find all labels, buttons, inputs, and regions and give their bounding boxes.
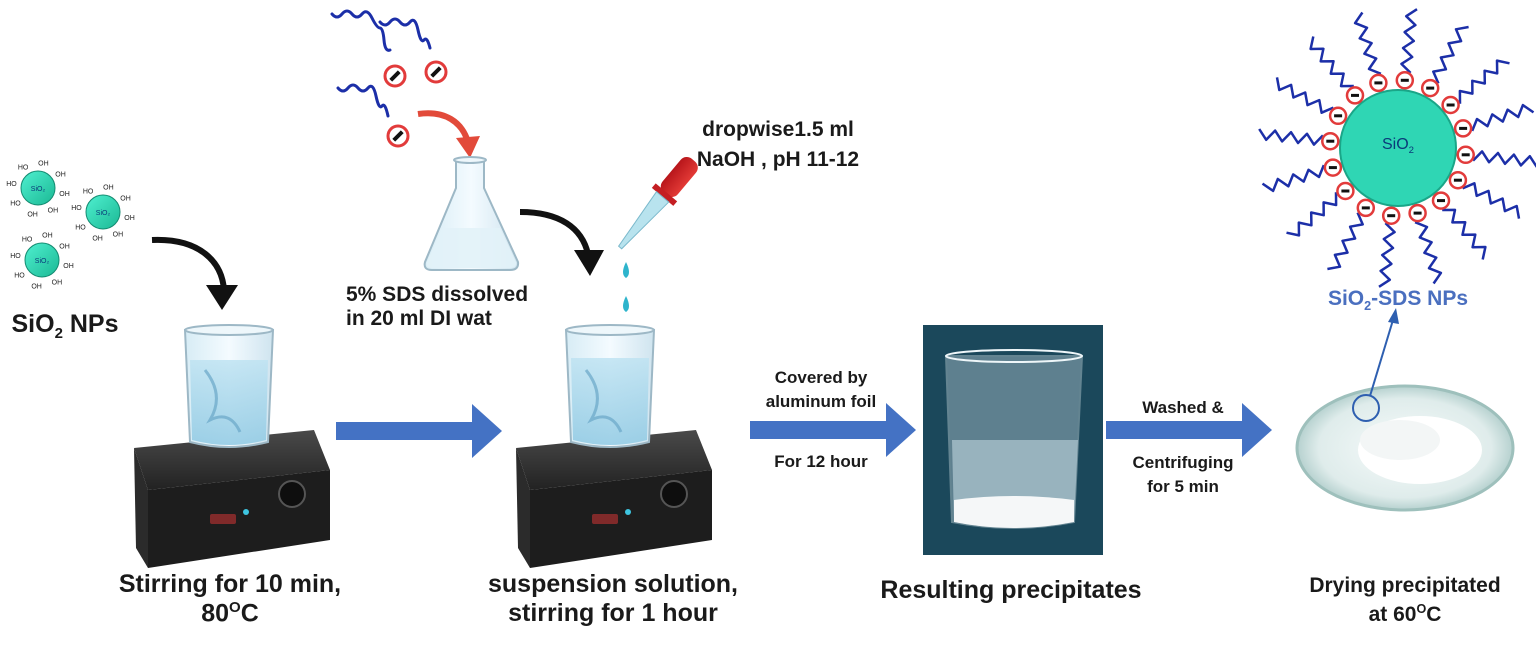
hydroxyl-group-label: HO (6, 181, 17, 188)
hydroxyl-group-label: OH (92, 236, 103, 243)
hydroxyl-group-label: OH (120, 196, 131, 203)
negative-sign (1437, 199, 1445, 203)
sds-chain (1414, 221, 1443, 285)
sds-chain (1458, 59, 1510, 104)
negative-sign (1461, 153, 1470, 157)
nanoparticle (24, 242, 60, 278)
sds-chain (1286, 192, 1338, 237)
nanoparticle-core-label: SiO₂ (35, 258, 50, 265)
hydroxyl-group-label: HO (75, 224, 86, 231)
negative-sign (1459, 126, 1468, 130)
product-pointer (1369, 319, 1394, 397)
hydroxyl-group-label: OH (31, 284, 42, 291)
magnetic-stirrer-2 (516, 430, 712, 568)
negative-sign (1351, 93, 1359, 97)
magnetic-stirrer-1 (134, 430, 330, 568)
nanoparticle-core-label: SiO₂ (31, 186, 46, 193)
hydroxyl-group-label: OH (27, 212, 38, 219)
negative-sign (1334, 114, 1343, 118)
nanoparticle (85, 194, 121, 230)
blue-arrow-3 (1106, 403, 1272, 457)
negative-sign (1453, 178, 1462, 182)
curved-arrow-black-2 (519, 209, 591, 255)
negative-sign (1413, 211, 1422, 215)
sds-solution-label: 5% SDS dissolved in 20 ml DI wat (346, 283, 529, 331)
sds-chain (1472, 150, 1536, 168)
hydroxyl-group-label: OH (42, 233, 53, 240)
negative-sign (1341, 189, 1350, 193)
sds-chain (1309, 36, 1354, 88)
hydroxyl-group-label: HO (71, 205, 82, 212)
negative-sign (1387, 214, 1396, 218)
hydroxyl-group-label: OH (103, 185, 114, 192)
nanoparticle (20, 170, 56, 206)
sds-chain (1261, 164, 1325, 193)
beaker-2 (564, 324, 656, 448)
sds-chain (1258, 128, 1324, 146)
arrow3-bottom-text: For 12 hour (774, 452, 868, 471)
drop-2 (623, 296, 629, 312)
sio2-nanoparticles-cluster (20, 170, 121, 278)
sds-chain (1432, 25, 1469, 84)
hydroxyl-group-label: OH (63, 263, 74, 270)
hydroxyl-group-label: HO (83, 188, 94, 195)
sds-chain (1400, 8, 1418, 74)
sio2-sds-particle (1339, 89, 1457, 207)
arrow4-bottom-text: Centrifuging for 5 min (1132, 453, 1234, 496)
nanoparticle-core-label: SiO₂ (96, 210, 111, 217)
arrow4-top-text: Washed & (1142, 398, 1224, 417)
hydroxyl-group-label: HO (22, 236, 33, 243)
product-label: SiO2-SDS NPs (1327, 287, 1469, 314)
negative-sign (1328, 166, 1337, 170)
sds-molecules (330, 9, 432, 118)
sds-chain (1462, 182, 1521, 219)
curved-arrow-red (417, 110, 471, 144)
naoh-label: dropwise1.5 ml NaOH , pH 11-12 (696, 118, 860, 172)
sds-chain (1442, 208, 1487, 260)
hydroxyl-group-label: OH (113, 232, 124, 239)
petri-dish (1295, 384, 1515, 512)
sds-chain (1353, 11, 1382, 75)
negative-sign (1326, 139, 1335, 143)
negative-sign (1426, 86, 1435, 90)
sds-chain (1378, 222, 1396, 288)
sds-heads (383, 60, 448, 148)
hydroxyl-group-label: OH (48, 208, 59, 215)
negative-sign (1374, 81, 1383, 85)
big-core-label: SiO2 (1381, 136, 1414, 157)
hydroxyl-group-label: OH (59, 191, 70, 198)
sds-chain (1327, 212, 1364, 271)
hydroxyl-group-label: OH (59, 244, 70, 251)
hydroxyl-group-label: OH (124, 215, 135, 222)
precipitate-photo (923, 325, 1103, 555)
step1-caption: Stirring for 10 min, 80OC (118, 570, 342, 628)
sio2-nps-label: SiO2 NPs (11, 310, 119, 342)
dropper (617, 157, 698, 250)
curved-arrow-black-1 (151, 236, 227, 291)
hydroxyl-group-label: OH (55, 172, 66, 179)
negative-sign (1361, 206, 1370, 210)
hydroxyl-group-label: HO (10, 200, 21, 207)
beaker-1 (183, 324, 275, 448)
negative-sign (1400, 78, 1409, 82)
arrow3-top-text: Covered by aluminum foil (765, 368, 877, 411)
drop-1 (623, 262, 629, 278)
blue-arrow-2 (750, 403, 916, 457)
step4-caption: Drying precipitated at 60OC (1309, 574, 1501, 627)
hydroxyl-group-label: HO (10, 253, 21, 260)
hydroxyl-group-label: OH (52, 280, 63, 287)
blue-arrow-1 (336, 404, 502, 458)
sds-chain (1471, 103, 1535, 132)
erlenmeyer-flask (423, 156, 520, 271)
step2-caption: suspension solution, stirring for 1 hour (487, 570, 738, 627)
sds-chain (1275, 77, 1334, 114)
hydroxyl-group-label: HO (14, 272, 25, 279)
step3-caption: Resulting precipitates (880, 576, 1142, 604)
hydroxyl-group-label: HO (18, 164, 29, 171)
hydroxyl-group-label: OH (38, 161, 49, 168)
negative-sign (1446, 103, 1455, 107)
